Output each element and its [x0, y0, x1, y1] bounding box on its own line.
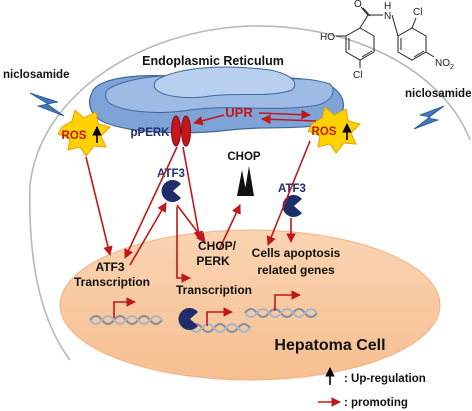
perk-receptor: [171, 115, 191, 147]
atom-no2: NO2: [435, 58, 454, 71]
atf3-protein-left: [161, 179, 181, 202]
dna-strand-middle: [189, 323, 251, 333]
atom-ho: HO: [320, 32, 335, 43]
cell-membrane: [29, 25, 471, 186]
atf3-left-label: ATF3: [157, 168, 185, 180]
chop-perk-line1: CHOP/: [198, 239, 237, 253]
apoptosis-line1: Cells apoptosis: [252, 246, 341, 260]
chop-protein: [237, 166, 254, 196]
promoter-arrows: [113, 290, 301, 326]
cell-membrane-left: [28, 184, 71, 361]
chop-perk-line3: Transcription: [176, 283, 252, 297]
ros-left-label: ROS: [62, 130, 87, 142]
atf3-transcription-line2: Transcription: [74, 275, 150, 289]
atom-o: O: [354, 0, 362, 10]
endoplasmic-reticulum: [89, 66, 344, 134]
chop-perk-line2: PERK: [196, 254, 230, 268]
promoting-arrows: [85, 109, 317, 283]
niclosamide-structure: [336, 6, 435, 68]
dna-strand-left: [89, 315, 163, 325]
atom-h: H: [384, 1, 391, 12]
legend-promote-label: : promoting: [344, 397, 408, 409]
er-label: Endoplasmic Reticulum: [142, 54, 284, 68]
ros-burst-left: [57, 109, 111, 157]
atf3-right-label: ATF3: [278, 183, 306, 195]
atf3-transcription-line1: ATF3: [95, 260, 124, 274]
atom-n: N: [384, 11, 391, 22]
nucleus: [59, 229, 441, 381]
upr-label: UPR: [225, 105, 253, 120]
atom-cl-top: Cl: [413, 7, 422, 18]
hepatoma-cell-label: Hepatoma Cell: [274, 337, 385, 354]
atf3-protein-right: [282, 195, 302, 217]
dna-strand-right: [244, 308, 318, 318]
apoptosis-line2: related genes: [257, 263, 335, 277]
lightning-bolt-icon: [29, 92, 65, 117]
atf3-on-dna: [178, 308, 198, 330]
ros-burst-right: [307, 106, 361, 154]
perk-label: pPERK: [131, 127, 171, 139]
atom-cl-bottom: Cl: [353, 70, 362, 81]
lightning-bolt-icon: [413, 105, 445, 130]
chop-label: CHOP: [227, 151, 261, 163]
legend-up-label: : Up-regulation: [344, 373, 426, 385]
niclosamide-left-label: niclosamide: [3, 69, 69, 81]
niclosamide-right-label: niclosamide: [405, 88, 471, 100]
ros-right-label: ROS: [312, 126, 337, 138]
